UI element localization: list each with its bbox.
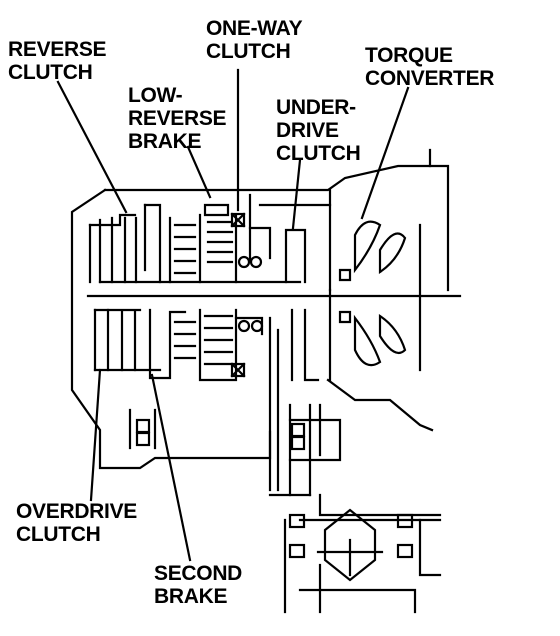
clutch-pack-left (88, 203, 302, 380)
label-torque-converter: TORQUE CONVERTER (365, 44, 495, 90)
leader-torque-converter (360, 86, 410, 220)
planetary-gearset (168, 193, 280, 492)
label-second-brake: SECOND BRAKE (154, 562, 243, 608)
label-reverse-clutch: REVERSE CLUTCH (8, 38, 107, 84)
leader-low-reverse-brake (186, 145, 212, 199)
leader-overdrive-clutch (89, 368, 102, 502)
transmission-case-outline (70, 148, 462, 470)
label-overdrive-clutch: OVERDRIVE CLUTCH (16, 500, 137, 546)
leader-second-brake (150, 373, 192, 562)
label-underdrive-clutch: UNDER- DRIVE CLUTCH (276, 96, 361, 165)
torque-converter (338, 220, 422, 372)
label-one-way-clutch: ONE-WAY CLUTCH (206, 17, 303, 63)
transfer-and-differential (128, 403, 442, 614)
leader-lines (56, 68, 410, 562)
label-low-reverse-brake: LOW- REVERSE BRAKE (128, 84, 227, 153)
leader-reverse-clutch (56, 80, 128, 214)
leader-underdrive-clutch (291, 158, 302, 230)
